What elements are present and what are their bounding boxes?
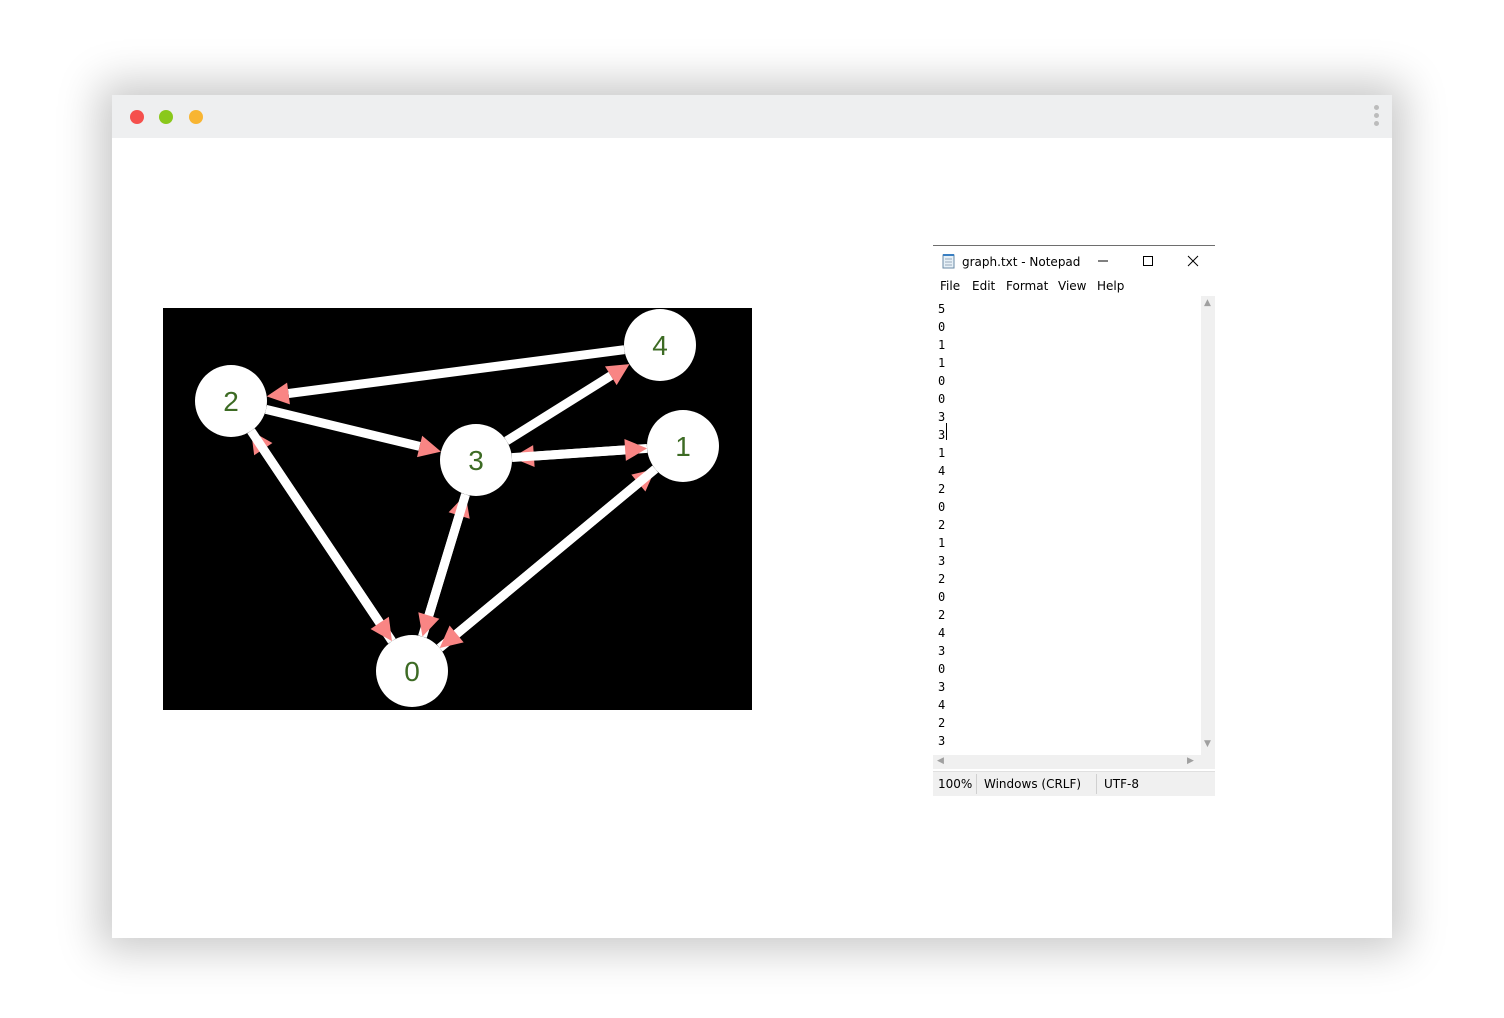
- notepad-titlebar[interactable]: graph.txt - Notepad: [933, 246, 1215, 276]
- text-line: 3: [938, 680, 946, 694]
- text-line: 0: [938, 662, 946, 676]
- graph-node-label: 4: [652, 330, 668, 361]
- graph-canvas: 0 1 2 3 4: [163, 308, 752, 710]
- graph-node-3[interactable]: [440, 424, 512, 496]
- menu-view[interactable]: View: [1058, 279, 1087, 293]
- edge-3-to-0: [424, 493, 470, 617]
- text-line: 5: [938, 302, 946, 316]
- scroll-up-icon[interactable]: ▲: [1204, 298, 1211, 308]
- more-options-icon[interactable]: [1372, 105, 1380, 129]
- scrollbar-corner: [1201, 755, 1215, 769]
- graph-node-2[interactable]: [195, 365, 267, 437]
- text-line: 4: [938, 698, 946, 712]
- graph-node-label: 2: [223, 386, 239, 417]
- text-line: 3: [938, 734, 946, 748]
- vertical-scrollbar[interactable]: ▲ ▼: [1201, 296, 1215, 755]
- window-titlebar: [112, 95, 1392, 138]
- edge-1-to-0: [453, 465, 659, 638]
- graph-node-4[interactable]: [624, 309, 696, 381]
- arrowhead-3-to-4: [604, 364, 630, 386]
- text-line: 2: [938, 482, 946, 496]
- notepad-menubar: File Edit Format View Help: [933, 276, 1215, 296]
- close-icon: [1187, 255, 1199, 267]
- maximize-icon: [1143, 256, 1153, 266]
- menu-edit[interactable]: Edit: [972, 279, 996, 293]
- menu-file[interactable]: File: [940, 279, 961, 293]
- close-button[interactable]: [1171, 246, 1215, 276]
- text-line: 0: [938, 392, 946, 406]
- graph-node-0[interactable]: [376, 635, 448, 707]
- text-line: 1: [938, 338, 946, 352]
- text-line: 4: [938, 464, 946, 478]
- edge-3-to-4: [504, 371, 614, 445]
- text-editor-area[interactable]: 5 0 1 1 0 0 3 3 1 4 2 0 2 1 3 2 0 2 4 3 0 3 4 2 3: [933, 296, 1201, 755]
- notepad-window: graph.txt - Notepad File Edit Format Vie…: [933, 245, 1215, 796]
- scroll-left-icon[interactable]: ◀: [937, 756, 944, 766]
- notepad-statusbar: 100% Windows (CRLF) UTF-8: [933, 771, 1215, 796]
- text-line: 4: [938, 626, 946, 640]
- maximize-button[interactable]: [1126, 246, 1170, 276]
- notepad-title: graph.txt - Notepad: [962, 255, 1081, 269]
- maximize-light-button[interactable]: [189, 110, 203, 124]
- minimize-icon: [1098, 260, 1108, 262]
- close-light-button[interactable]: [130, 110, 144, 124]
- arrowhead-1-to-0: [439, 625, 464, 649]
- menu-format[interactable]: Format: [1006, 279, 1049, 293]
- status-divider: [976, 774, 977, 794]
- line-ending: Windows (CRLF): [984, 777, 1082, 791]
- text-line: 0: [938, 500, 946, 514]
- scroll-right-icon[interactable]: ▶: [1187, 756, 1194, 766]
- text-line: 2: [938, 572, 946, 586]
- encoding: UTF-8: [1104, 777, 1139, 791]
- graph-node-1[interactable]: [647, 410, 719, 482]
- arrowhead-2-to-3: [417, 435, 442, 458]
- text-line: 0: [938, 374, 946, 388]
- status-divider: [1096, 774, 1097, 794]
- text-line: 1: [938, 536, 946, 550]
- text-line: 1: [938, 356, 946, 370]
- arrowhead-2-to-0: [370, 616, 392, 642]
- text-line: 2: [938, 518, 946, 532]
- graph-node-label: 3: [468, 445, 484, 476]
- arrowhead-3-to-0: [418, 612, 440, 637]
- text-line: 2: [938, 716, 946, 730]
- browser-window: 0 1 2 3 4 graph.txt - Notepad File: [112, 95, 1392, 938]
- edge-4-to-2: [287, 345, 625, 398]
- text-line: 0: [938, 320, 946, 334]
- horizontal-scrollbar[interactable]: ◀ ▶: [933, 755, 1201, 769]
- text-line: 3: [938, 428, 946, 442]
- text-line: 3: [938, 554, 946, 568]
- text-line: 2: [938, 608, 946, 622]
- minimize-light-button[interactable]: [159, 110, 173, 124]
- text-line: 1: [938, 446, 946, 460]
- menu-help[interactable]: Help: [1097, 279, 1125, 293]
- edge-2-to-3: [264, 405, 421, 451]
- text-line: 0: [938, 590, 946, 604]
- text-line: 3: [938, 644, 946, 658]
- scroll-down-icon[interactable]: ▼: [1204, 739, 1211, 749]
- graph-svg: 0 1 2 3 4: [195, 309, 719, 707]
- arrowhead-3-to-1: [624, 438, 648, 461]
- arrowhead-4-to-2: [266, 382, 290, 405]
- graph-node-label: 0: [404, 656, 420, 687]
- text-caret: [946, 423, 947, 440]
- edge-3-to-1: [511, 445, 626, 463]
- graph-node-label: 1: [675, 431, 691, 462]
- notepad-icon: [942, 254, 955, 269]
- minimize-button[interactable]: [1081, 246, 1125, 276]
- zoom-level: 100%: [938, 777, 973, 791]
- edge-2-to-0: [247, 428, 384, 626]
- text-line: 3: [938, 410, 946, 424]
- text-lines: 5 0 1 1 0 0 3 3 1 4 2 0 2 1 3 2 0 2 4 3 0 3 4 2 3: [938, 300, 945, 750]
